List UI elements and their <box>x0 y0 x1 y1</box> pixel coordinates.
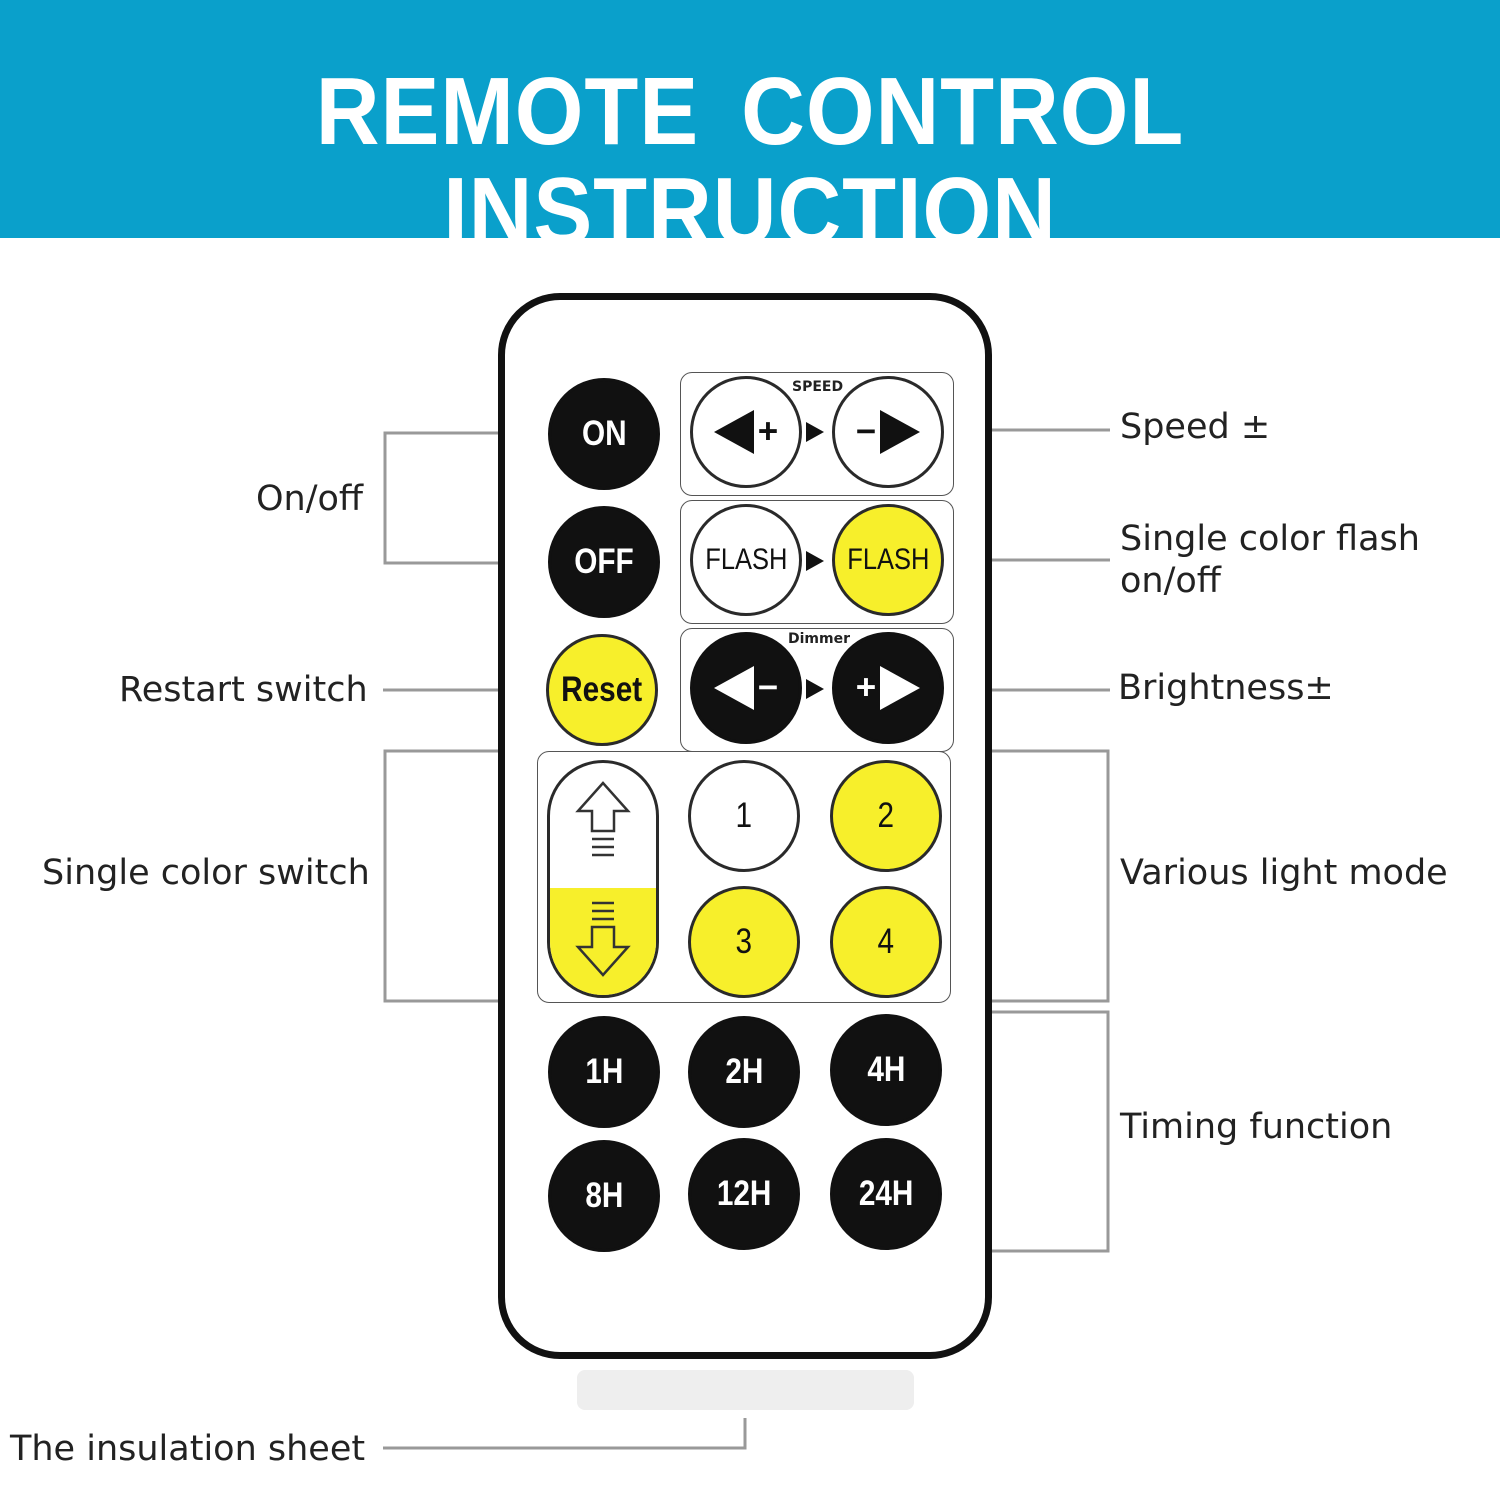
right-triangle-icon <box>880 410 921 454</box>
dimmer-caption: Dimmer <box>788 631 850 647</box>
mode-3-button[interactable]: 3 <box>688 886 800 998</box>
on-button[interactable]: ON <box>548 378 660 490</box>
speed-plus-button[interactable]: + <box>690 376 802 488</box>
mode-1-button[interactable]: 1 <box>688 760 800 872</box>
timer-8h-button[interactable]: 8H <box>548 1140 660 1252</box>
dim-minus-button[interactable]: − <box>690 632 802 744</box>
label-single-color-switch: Single color switch <box>42 853 370 893</box>
header-banner: REMOTE CONTROL INSTRUCTION <box>0 0 1500 262</box>
up-down-arrow-icons <box>575 781 631 977</box>
flash-off-button[interactable]: FLASH <box>690 504 802 616</box>
color-switch-panel <box>537 751 951 1003</box>
label-on-off: On/off <box>256 479 364 519</box>
label-flash-line1: Single color flash <box>1120 519 1420 559</box>
reset-button[interactable]: Reset <box>546 634 658 746</box>
flash-panel <box>680 500 954 624</box>
insulation-line <box>383 1418 747 1450</box>
mode-2-button[interactable]: 2 <box>830 760 942 872</box>
right-triangle-icon <box>880 666 921 710</box>
timer-12h-button[interactable]: 12H <box>688 1138 800 1250</box>
left-triangle-icon <box>713 666 754 710</box>
label-insulation-sheet: The insulation sheet <box>10 1429 366 1469</box>
color-updown-button[interactable] <box>547 760 659 998</box>
insulation-sheet[interactable] <box>577 1370 914 1410</box>
label-timing: Timing function <box>1120 1107 1393 1147</box>
on-off-bracket <box>383 431 548 565</box>
arrow-right-icon <box>806 422 824 442</box>
label-light-mode: Various light mode <box>1120 853 1448 893</box>
page-title: REMOTE CONTROL INSTRUCTION <box>315 58 1185 265</box>
mode-4-button[interactable]: 4 <box>830 886 942 998</box>
arrow-right-icon <box>806 551 824 571</box>
dim-plus-button[interactable]: + <box>832 632 944 744</box>
speed-panel <box>680 372 954 496</box>
left-triangle-icon <box>713 410 754 454</box>
speed-caption: SPEED <box>792 379 844 395</box>
label-brightness: Brightness± <box>1118 668 1334 708</box>
label-speed: Speed ± <box>1120 407 1271 447</box>
single-color-bracket <box>383 749 537 1003</box>
timer-2h-button[interactable]: 2H <box>688 1016 800 1128</box>
arrow-right-icon <box>806 679 824 699</box>
timer-1h-button[interactable]: 1H <box>548 1016 660 1128</box>
flash-on-button[interactable]: FLASH <box>832 504 944 616</box>
down-half <box>550 888 656 995</box>
timer-24h-button[interactable]: 24H <box>830 1138 942 1250</box>
label-restart-switch: Restart switch <box>119 670 368 710</box>
label-flash-line2: on/off <box>1120 561 1221 601</box>
speed-minus-button[interactable]: − <box>832 376 944 488</box>
timer-4h-button[interactable]: 4H <box>830 1014 942 1126</box>
off-button[interactable]: OFF <box>548 506 660 618</box>
